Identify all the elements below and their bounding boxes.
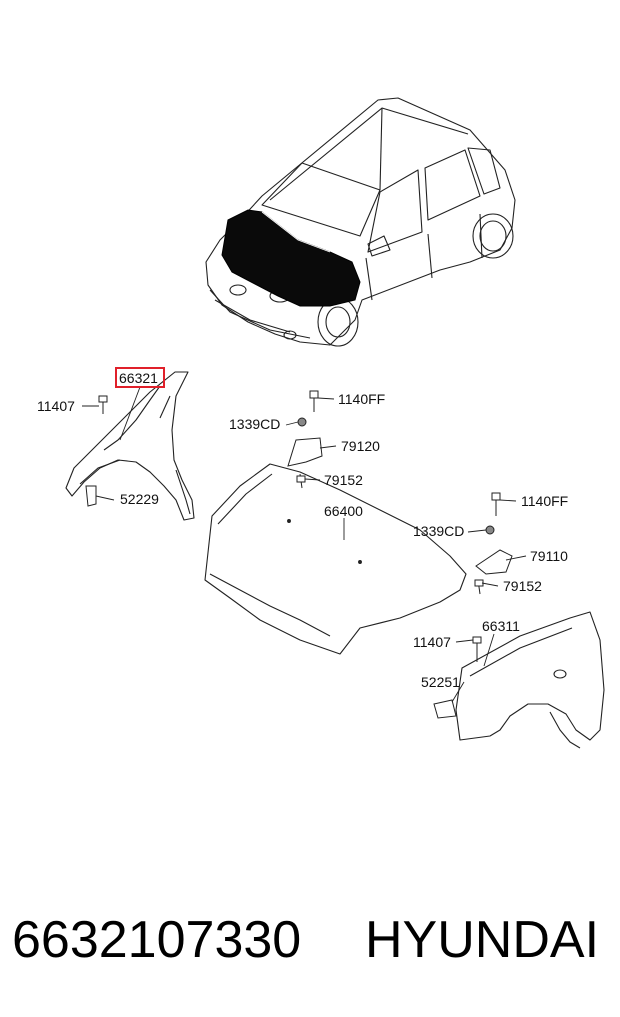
label-hinge-right[interactable]: 79110 xyxy=(530,548,568,564)
label-bolt-hinge-2[interactable]: 1140FF xyxy=(521,493,568,509)
bracket-52229-left xyxy=(85,485,97,507)
footer: 6632107330 HYUNDAI xyxy=(0,900,620,990)
label-bracket-left[interactable]: 52229 xyxy=(120,491,159,507)
label-bolt-hinge-1[interactable]: 1140FF xyxy=(338,391,385,407)
label-bracket-right[interactable]: 52251 xyxy=(421,674,460,690)
bracket-52251-right xyxy=(433,699,457,719)
label-fender-left[interactable]: 66321 xyxy=(119,370,158,386)
label-hood[interactable]: 66400 xyxy=(324,503,363,519)
hood-part xyxy=(204,463,467,655)
label-bolt-right[interactable]: 11407 xyxy=(413,634,451,650)
hinge-79120 xyxy=(287,390,323,489)
bolt-11407-left xyxy=(98,395,108,414)
fender-right-part xyxy=(455,611,605,749)
label-nut-hinge-1[interactable]: 1339CD xyxy=(229,416,280,432)
brand-name: HYUNDAI xyxy=(365,911,600,969)
highlight-box xyxy=(115,367,165,388)
leader-lines xyxy=(82,386,527,703)
label-bolt-left[interactable]: 11407 xyxy=(37,398,75,414)
hood-highlight xyxy=(221,209,361,307)
label-fender-right[interactable]: 66311 xyxy=(482,618,520,634)
label-bolt-hinge-left[interactable]: 79152 xyxy=(324,472,363,488)
car-illustration xyxy=(205,97,516,347)
label-nut-hinge-2[interactable]: 1339CD xyxy=(413,523,464,539)
label-bolt-hinge-right[interactable]: 79152 xyxy=(503,578,542,594)
label-hinge-left[interactable]: 79120 xyxy=(341,438,380,454)
fender-left-part xyxy=(65,371,195,521)
part-number: 6632107330 xyxy=(12,911,302,969)
